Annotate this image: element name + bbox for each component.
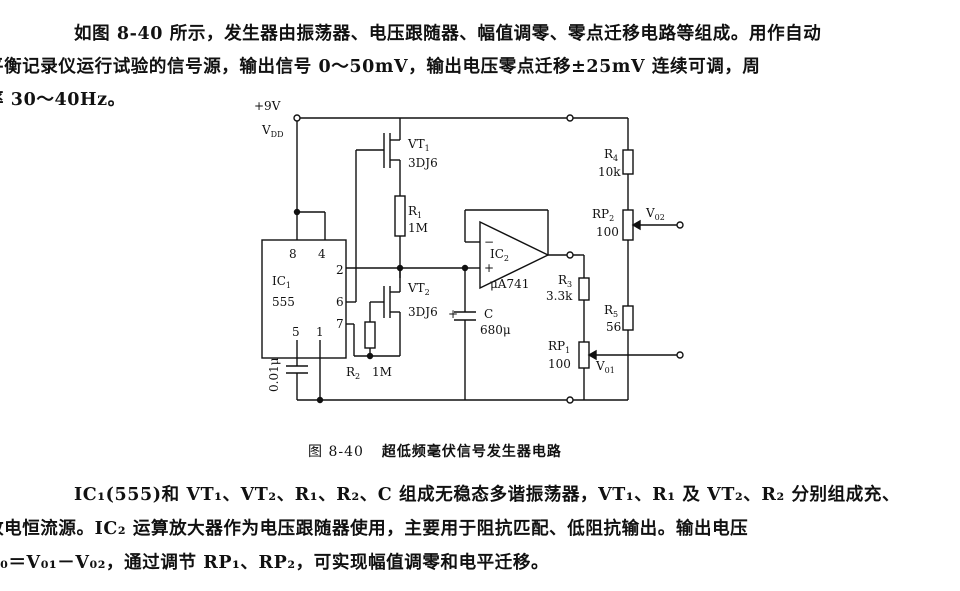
- pin4-label: 4: [318, 247, 326, 261]
- node-ground: [316, 396, 324, 404]
- intro-line-2: 平衡记录仪运行试验的信号源，输出信号 0～50mV，输出电压零点迁移±25mV …: [0, 57, 761, 77]
- rp2-wiper-arrow: [631, 219, 641, 231]
- figure-title: 超低频毫伏信号发生器电路: [381, 444, 562, 460]
- rp2-label: RP2: [592, 207, 614, 223]
- rp2-value: 100: [596, 225, 619, 239]
- intro-line-1: 如图 8-40 所示，发生器由振荡器、电压跟随器、幅值调零、零点迁移电路等组成。…: [74, 24, 822, 44]
- r2-value: 1M: [372, 365, 392, 379]
- figure-caption: 图 8-40 超低频毫伏信号发生器电路: [308, 441, 562, 461]
- vo1-label: V01: [595, 359, 615, 375]
- r5-resistor: [622, 305, 634, 331]
- op-minus-label: −: [484, 235, 494, 249]
- r3-value: 3.3k: [546, 289, 573, 303]
- vo1-terminal: [676, 351, 684, 359]
- pin2-label: 2: [336, 263, 344, 277]
- rail-terminal-top: [566, 114, 574, 122]
- ic2-label: IC2: [490, 247, 509, 263]
- node-r2: [366, 352, 374, 360]
- vt2-label: VT2: [407, 281, 430, 297]
- r5-value: 56: [606, 320, 621, 334]
- rp1-wiper-arrow: [587, 349, 597, 361]
- vt2-model: 3DJ6: [408, 305, 438, 319]
- r1-value: 1M: [408, 221, 428, 235]
- ic2-out-terminal: [566, 251, 574, 259]
- r2-resistor: [364, 321, 376, 349]
- intro-paragraph: 如图 8-40 所示，发生器由振荡器、电压跟随器、幅值调零、零点迁移电路等组成。…: [0, 18, 940, 117]
- r3-resistor: [578, 277, 590, 301]
- cap-small-label: 0.01μ: [267, 357, 281, 392]
- vt1-label: VT1: [407, 137, 430, 153]
- r5-label: R5: [604, 303, 618, 319]
- r4-value: 10k: [598, 165, 621, 179]
- cap-value: 680μ: [480, 323, 511, 337]
- vo2-terminal: [676, 221, 684, 229]
- r3-label: R3: [558, 273, 572, 289]
- description-line-1: IC₁(555)和 VT₁、VT₂、R₁、R₂、C 组成无稳态多谐振荡器，VT₁…: [74, 485, 901, 505]
- pin7-label: 7: [336, 317, 344, 331]
- pin5-label: 5: [292, 325, 300, 339]
- cap-label: C: [484, 307, 493, 321]
- pin8-label: 8: [289, 247, 297, 261]
- description-line-3: V₀＝V₀₁－V₀₂，通过调节 RP₁、RP₂，可实现幅值调零和电平迁移。: [0, 553, 550, 573]
- vt1-model: 3DJ6: [408, 156, 438, 170]
- vplus-label: +9V: [254, 99, 281, 113]
- rp2-potentiometer: [622, 209, 634, 241]
- r4-resistor: [622, 149, 634, 175]
- vdd-label: VDD: [261, 123, 284, 139]
- ic2-triangle: [479, 220, 550, 290]
- r1-resistor: [394, 195, 406, 237]
- rp1-potentiometer: [578, 341, 590, 369]
- vdd-terminal: [293, 114, 301, 122]
- pin6-label: 6: [336, 295, 344, 309]
- description-paragraph: IC₁(555)和 VT₁、VT₂、R₁、R₂、C 组成无稳态多谐振荡器，VT₁…: [0, 478, 940, 580]
- figure-number: 图 8-40: [308, 444, 364, 460]
- description-line-2: 放电恒流源。IC₂ 运算放大器作为电压跟随器使用，主要用于阻抗匹配、低阻抗输出。…: [0, 519, 749, 539]
- r4-label: R4: [604, 147, 618, 163]
- vo2-label: V02: [645, 206, 665, 222]
- ic2-model: μA741: [490, 277, 529, 291]
- ic1-box: [261, 239, 347, 359]
- cap-plus-label: +: [448, 307, 458, 321]
- ground-terminal: [566, 396, 574, 404]
- rp1-label: RP1: [548, 339, 570, 355]
- intro-line-3: 率 30～40Hz。: [0, 90, 126, 110]
- ic1-model: 555: [272, 295, 295, 309]
- pin1-label: 1: [316, 325, 324, 339]
- op-plus-label: +: [484, 261, 494, 275]
- rp1-value: 100: [548, 357, 571, 371]
- r1-label: R1: [408, 204, 422, 220]
- ic1-label: IC1: [272, 274, 291, 290]
- r2-label: R2: [346, 365, 360, 381]
